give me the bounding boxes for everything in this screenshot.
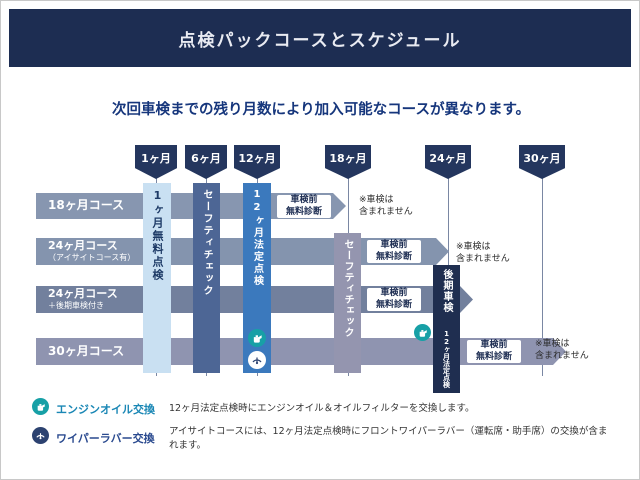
course-label: 24ヶ月コース <box>48 287 118 301</box>
note-line: ※車検は <box>535 339 570 349</box>
shaken-not-included-note: ※車検は 含まれません <box>359 195 413 218</box>
course-sublabel: （アイサイトコース有） <box>48 253 136 263</box>
badge-line: 車検前 <box>380 240 408 251</box>
note-line: 含まれません <box>359 206 413 217</box>
event-label: 1ヶ月無料点検 <box>151 189 164 282</box>
event-column-late-shaken: 後期車検 <box>433 265 460 327</box>
timeline-marker-18month: 18ヶ月 <box>325 145 371 179</box>
legend-engine-oil-desc: 12ヶ月法定点検時にエンジンオイル＆オイルフィルターを交換します。 <box>169 403 475 414</box>
event-column-safety-check-18month: セーフティチェック <box>334 233 361 373</box>
badge-line: 無料診断 <box>375 299 412 310</box>
note-line: ※車検は <box>456 242 491 252</box>
course-sublabel: ＋後期車検付き <box>48 301 104 311</box>
badge-line: 無料診断 <box>375 251 412 262</box>
legend-wiper-desc: アイサイトコースには、12ヶ月法定点検時にフロントワイパーラバー（運転席・助手席… <box>169 426 608 451</box>
legend-engine-oil-title: エンジンオイル交換 <box>56 403 155 416</box>
header-bar: 点検パックコースとスケジュール <box>9 9 631 67</box>
engine-oil-icon <box>32 398 49 415</box>
event-column-safety-check-6month: セーフティチェック <box>193 183 220 373</box>
timeline-marker-1month: 1ヶ月 <box>135 145 177 179</box>
event-label: 12ヶ月法定点検 <box>251 189 263 287</box>
timeline-marker-24month: 24ヶ月 <box>425 145 471 179</box>
event-column-1month-free-inspection: 1ヶ月無料点検 <box>143 183 171 373</box>
badge-line: 車検前 <box>380 288 408 299</box>
note-line: 含まれません <box>456 253 510 264</box>
event-label: 12ヶ月法定点検 <box>442 330 451 388</box>
wiper-icon <box>32 427 49 444</box>
badge-line: 無料診断 <box>285 206 322 217</box>
badge-line: 無料診断 <box>475 351 512 362</box>
course-label: 18ヶ月コース <box>48 198 125 213</box>
shaken-not-included-note: ※車検は 含まれません <box>535 339 589 362</box>
badge-line: 車検前 <box>480 340 508 351</box>
timeline-marker-30month: 30ヶ月 <box>519 145 565 179</box>
note-line: ※車検は <box>359 195 394 205</box>
pre-shaken-diagnosis-badge: 車検前 無料診断 <box>277 195 331 218</box>
page-title: 点検パックコースとスケジュール <box>178 30 462 51</box>
pre-shaken-diagnosis-badge: 車検前 無料診断 <box>467 340 521 363</box>
badge-line: 車検前 <box>290 195 318 206</box>
engine-oil-icon <box>248 329 266 347</box>
event-label: セーフティチェック <box>201 189 212 297</box>
pre-shaken-diagnosis-badge: 車検前 無料診断 <box>367 288 421 311</box>
engine-oil-icon <box>414 324 431 341</box>
course-label: 24ヶ月コース <box>48 239 118 253</box>
event-label: 後期車検 <box>441 269 452 313</box>
wiper-icon <box>248 351 266 369</box>
timeline-marker-12month: 12ヶ月 <box>234 145 280 179</box>
timeline-marker-6month: 6ヶ月 <box>185 145 227 179</box>
course-label: 30ヶ月コース <box>48 343 125 358</box>
shaken-not-included-note: ※車検は 含まれません <box>456 242 510 265</box>
legend-wiper-title: ワイパーラバー交換 <box>56 432 155 445</box>
pre-shaken-diagnosis-badge: 車検前 無料診断 <box>367 240 421 263</box>
timeline-line-30month <box>542 177 543 376</box>
event-column-legal-12month-inspection-late: 12ヶ月法定点検 <box>433 327 460 393</box>
note-line: 含まれません <box>535 350 589 361</box>
event-label: セーフティチェック <box>342 239 353 338</box>
subtitle-text: 次回車検までの残り月数により加入可能なコースが異なります。 <box>111 102 531 118</box>
